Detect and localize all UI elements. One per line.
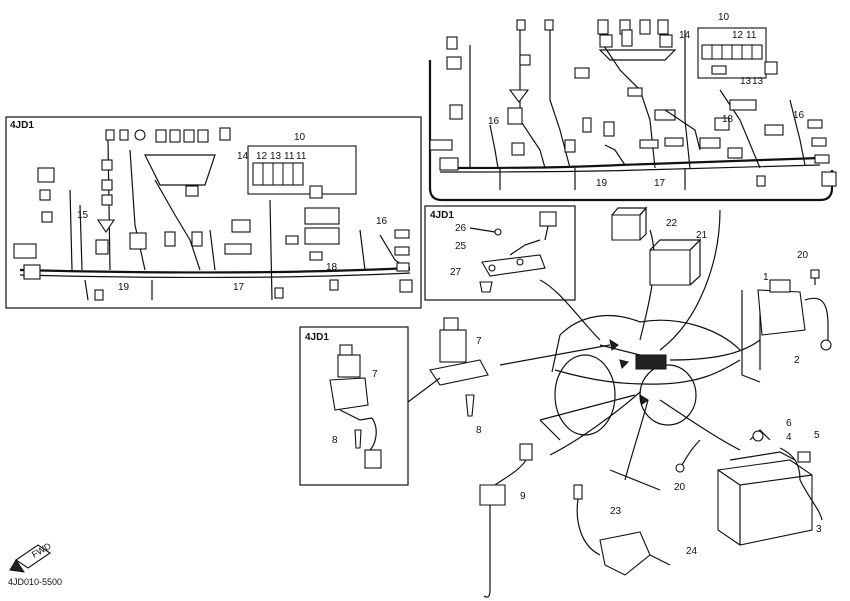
callout-16-right: 16 (793, 110, 805, 121)
panel-tag-main-switch: 4JD1 (305, 332, 329, 343)
relays (611, 206, 702, 286)
callout-7-right: 7 (476, 336, 482, 347)
callout-1: 1 (763, 272, 769, 283)
callout-14-right: 14 (679, 30, 691, 41)
callout-13-left: 13 (270, 151, 282, 162)
main-switch-panel (299, 326, 409, 486)
horn-switch (573, 484, 671, 576)
main-harness-panel (428, 19, 837, 202)
callout-8-right: 8 (476, 425, 482, 436)
callout-13-right: 13 (740, 76, 752, 87)
callout-11-left-a: 11 (284, 151, 295, 162)
sensor-cable (479, 443, 533, 598)
callout-10-left: 10 (294, 132, 306, 143)
callout-2: 2 (794, 355, 800, 366)
panel-tag-left-harness: 4JD1 (10, 120, 34, 131)
callout-24: 24 (686, 546, 698, 557)
callout-13-right-b: 13 (752, 76, 764, 87)
callout-23: 23 (610, 506, 622, 517)
callout-6: 6 (786, 418, 792, 429)
callout-3: 3 (816, 524, 822, 535)
callout-11-right: 11 (746, 30, 757, 41)
callout-9: 9 (520, 491, 526, 502)
callout-12-left: 12 (256, 151, 268, 162)
callout-19-right: 19 (596, 178, 608, 189)
callout-20-top: 20 (797, 250, 809, 261)
callout-26: 26 (455, 223, 467, 234)
callout-18-right: 18 (722, 114, 734, 125)
callout-18-left: 18 (326, 262, 338, 273)
fwd-arrow-icon (9, 544, 51, 573)
callout-16-mid: 16 (488, 116, 500, 127)
callout-17-right: 17 (654, 178, 666, 189)
callout-21: 21 (696, 230, 708, 241)
callout-7-left: 7 (372, 369, 378, 380)
callout-16-left: 16 (376, 216, 388, 227)
callout-10-right: 10 (718, 12, 730, 23)
drawing-code: 4JD010-5500 (8, 577, 62, 587)
callout-14-left: 14 (237, 151, 249, 162)
callout-12-right: 12 (732, 30, 744, 41)
motorcycle-silhouette (551, 315, 741, 436)
callout-4: 4 (786, 432, 792, 443)
callout-15: 15 (77, 210, 89, 221)
starter-relay (741, 269, 832, 383)
left-harness-panel (5, 116, 422, 309)
callout-17-left: 17 (233, 282, 245, 293)
callout-27: 27 (450, 267, 462, 278)
callout-22: 22 (666, 218, 678, 229)
callout-5: 5 (814, 430, 820, 441)
callout-8-left: 8 (332, 435, 338, 446)
panel-tag-bracket: 4JD1 (430, 210, 454, 221)
main-switch-right (407, 317, 489, 417)
callout-11-left-b: 11 (296, 151, 307, 162)
bracket-panel (424, 205, 576, 301)
callout-20-bottom: 20 (674, 482, 686, 493)
callout-25: 25 (455, 241, 467, 252)
leader-lines (499, 209, 761, 491)
battery (675, 429, 823, 546)
callout-19-left: 19 (118, 282, 130, 293)
